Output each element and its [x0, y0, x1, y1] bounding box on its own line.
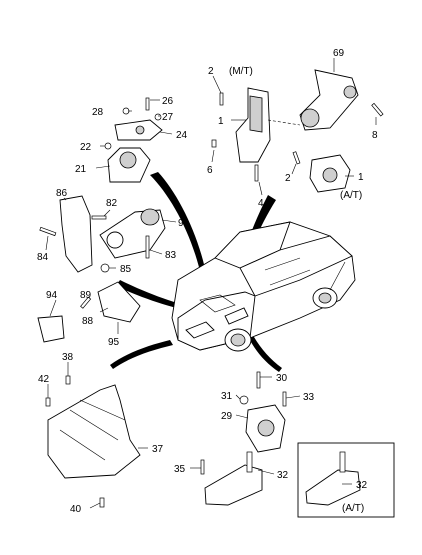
front-mount-group — [39, 195, 166, 273]
callout-27: 27 — [162, 112, 174, 123]
callout-42: 42 — [38, 374, 50, 385]
callout-21: 21 — [75, 164, 87, 175]
at-tag-box: (A/T) — [342, 503, 364, 514]
callout-86: 86 — [56, 188, 68, 199]
callout-26: 26 — [162, 96, 174, 107]
callout-33: 33 — [303, 392, 315, 403]
callout-88: 88 — [82, 316, 94, 327]
leader-lines — [45, 58, 377, 509]
callout-95: 95 — [108, 337, 120, 348]
callout-91: 91 — [178, 218, 190, 229]
callout-35: 35 — [174, 464, 186, 475]
callout-1-mt: 1 — [218, 116, 224, 127]
callout-85: 85 — [120, 264, 132, 275]
rear-bracket-group — [37, 281, 141, 343]
callout-82: 82 — [106, 198, 118, 209]
engine-mount-left-group — [104, 97, 163, 183]
callout-1-at: 1 — [358, 172, 364, 183]
callout-29: 29 — [221, 411, 233, 422]
callout-22: 22 — [80, 142, 92, 153]
at-tag-top: (A/T) — [340, 190, 362, 201]
callout-labels: 69 2 (M/T) 1 8 6 4 2 1 (A/T) 28 26 27 22… — [37, 48, 378, 515]
callout-31: 31 — [221, 391, 233, 402]
callout-38: 38 — [62, 352, 74, 363]
callout-28: 28 — [92, 107, 104, 118]
callout-2-at: 2 — [285, 173, 291, 184]
at-inset-box — [297, 442, 395, 518]
callout-69: 69 — [333, 48, 345, 59]
engine-undercover — [45, 375, 141, 508]
callout-94: 94 — [46, 290, 58, 301]
callout-83: 83 — [165, 250, 177, 261]
callout-84: 84 — [37, 252, 49, 263]
callout-24: 24 — [176, 130, 188, 141]
mt-tag: (M/T) — [229, 66, 253, 77]
callout-8: 8 — [372, 130, 378, 141]
callout-89: 89 — [80, 290, 92, 301]
callout-40: 40 — [70, 504, 82, 515]
rear-mount-group — [200, 371, 287, 506]
car-illustration — [171, 221, 356, 352]
callout-6: 6 — [207, 165, 213, 176]
callout-30: 30 — [276, 373, 288, 384]
callout-32: 32 — [277, 470, 289, 481]
callout-32-at-box: 32 — [356, 480, 368, 491]
callout-37: 37 — [152, 444, 164, 455]
callout-4: 4 — [258, 198, 264, 209]
transmission-mount-group — [211, 69, 384, 193]
callout-2-mt: 2 — [208, 66, 214, 77]
